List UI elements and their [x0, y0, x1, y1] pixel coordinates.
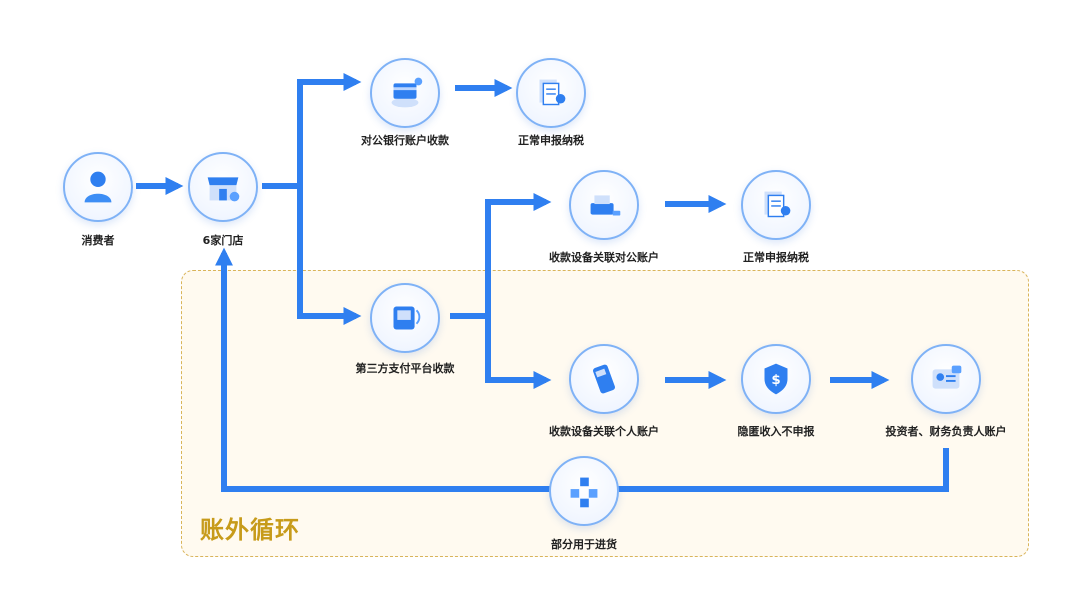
goods-boxes-icon — [570, 477, 598, 508]
arrow-investor-to-purchase — [612, 448, 949, 492]
bank-account-label: 对公银行账户收款 — [361, 134, 449, 147]
storefront-icon — [207, 177, 240, 202]
arrow-thirdparty-to-corporate-pos — [485, 193, 552, 316]
hidden-income-label: 隐匿收入不申报 — [737, 425, 815, 438]
pos-terminal-icon — [590, 195, 621, 216]
tax-node-2 — [741, 170, 811, 240]
consumer-node — [63, 152, 133, 222]
personal-pos-node — [569, 344, 639, 414]
svg-text:$: $ — [771, 373, 780, 388]
hidden-income-node: $ — [741, 344, 811, 414]
consumer-label: 消费者 — [81, 234, 115, 247]
third-party-node — [370, 283, 440, 353]
personal-pos-label: 收款设备关联个人账户 — [549, 425, 659, 438]
shield-dollar-icon: $ — [764, 363, 788, 395]
id-card-icon — [932, 365, 962, 389]
payment-platform-icon — [393, 306, 421, 330]
tax-document-icon — [764, 191, 791, 218]
corporate-pos-label: 收款设备关联对公账户 — [549, 251, 659, 264]
arrow-thirdparty-trunk — [450, 313, 552, 389]
tax-label-2: 正常申报纳税 — [743, 251, 809, 264]
pos-machine-icon — [593, 364, 615, 394]
arrow-purchase-to-store — [215, 247, 552, 492]
arrow-store-trunk — [262, 183, 362, 325]
purchase-node — [549, 456, 619, 526]
third-party-label: 第三方支付平台收款 — [355, 362, 455, 375]
store-node — [188, 152, 258, 222]
person-icon — [84, 171, 112, 203]
tax-label-1: 正常申报纳税 — [518, 134, 584, 147]
arrow-store-to-bank — [297, 73, 362, 186]
bank-card-icon — [391, 77, 423, 108]
store-label: 6家门店 — [202, 234, 244, 247]
investor-account-node — [911, 344, 981, 414]
corporate-pos-node — [569, 170, 639, 240]
purchase-label: 部分用于进货 — [551, 538, 617, 551]
investor-account-label: 投资者、财务负责人账户 — [885, 425, 1007, 438]
tax-node-1 — [516, 58, 586, 128]
tax-document-icon — [539, 79, 566, 106]
bank-account-node — [370, 58, 440, 128]
region-title: 账外循环 — [200, 516, 300, 544]
